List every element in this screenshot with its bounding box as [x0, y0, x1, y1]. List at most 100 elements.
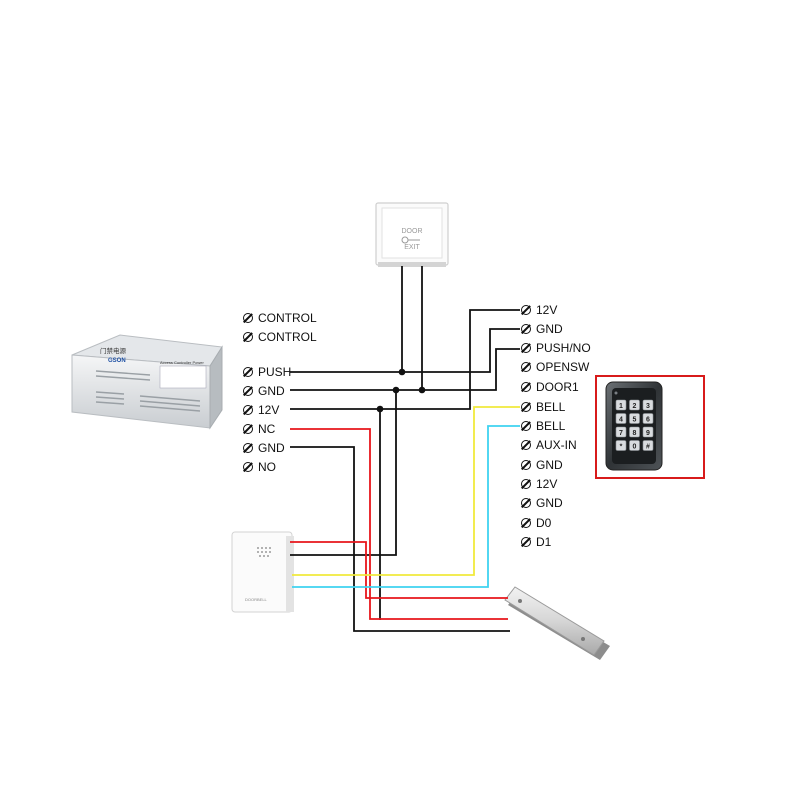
terminal-screw-icon [243, 367, 253, 377]
wire-gnd [290, 348, 520, 391]
ctrl-terminal-label: PUSH/NO [536, 341, 591, 355]
junction-dot [398, 368, 406, 376]
doorbell-label: DOORBELL [245, 597, 268, 602]
keypad-highlight-box [595, 375, 705, 479]
terminal-screw-icon [521, 362, 531, 372]
power-supply-label-plate [159, 365, 207, 389]
terminal-screw-icon [521, 460, 531, 470]
keypad-key [642, 440, 654, 451]
doorbell-side [286, 536, 294, 612]
keypad-key [642, 399, 654, 411]
power-supply-side [209, 345, 223, 430]
wire-bell-power-gnd [290, 390, 397, 556]
psu-terminal-label: NC [258, 422, 276, 436]
psu-terminal-nc: NC [243, 422, 275, 436]
keypad-key [629, 399, 640, 411]
ctrl-terminal-label: GND [536, 322, 563, 336]
ctrl-terminal-gnd-3: GND [521, 496, 563, 510]
magnetic-lock-screw [581, 637, 585, 641]
exit-button-line1: DOOR [402, 228, 423, 235]
keypad-key-label: 5 [633, 417, 637, 424]
exit-button-face [381, 207, 443, 259]
psu-terminal-label: NO [258, 460, 276, 474]
exit-button-line2: EXIT [404, 244, 420, 251]
terminal-screw-icon [521, 498, 531, 508]
terminal-screw-icon [243, 462, 253, 472]
terminal-screw-icon [521, 305, 531, 315]
psu-terminal-label: 12V [258, 403, 280, 417]
ctrl-terminal-label: GND [536, 458, 563, 472]
ctrl-terminal-label: 12V [536, 477, 558, 491]
magnetic-lock-device [504, 586, 610, 660]
psu-terminal-12v: 12V [243, 403, 279, 417]
magnetic-lock-body [504, 586, 605, 656]
keypad-key-label: 2 [633, 403, 637, 410]
terminal-screw-icon [243, 443, 253, 453]
ctrl-terminal-12v-2: 12V [521, 477, 557, 491]
terminal-screw-icon [521, 382, 531, 392]
ctrl-terminal-label: BELL [536, 419, 566, 433]
terminal-screw-icon [521, 343, 531, 353]
terminal-screw-icon [521, 324, 531, 334]
power-supply-logo: GSON [108, 358, 126, 364]
power-supply-device: 门禁电源 GSON Access Controller Power [71, 334, 223, 430]
terminal-screw-icon [521, 518, 531, 528]
keypad-key-label: 4 [619, 417, 623, 424]
junction-dot [418, 386, 426, 394]
ctrl-terminal-aux-in: AUX-IN [521, 438, 577, 452]
terminal-screw-icon [243, 386, 253, 396]
wire-bell-yellow [292, 406, 520, 576]
ctrl-terminal-label: OPENSW [536, 360, 590, 374]
psu-terminal-control-1: CONTROL [243, 311, 317, 325]
psu-terminal-gnd: GND [243, 384, 285, 398]
doorbell-device: DOORBELL [231, 531, 294, 613]
keypad-face [612, 388, 656, 464]
psu-terminal-gnd-2: GND [243, 441, 285, 455]
key-icon [401, 236, 420, 244]
exit-button-shadow [378, 262, 446, 267]
ctrl-terminal-label: DOOR1 [536, 380, 579, 394]
power-supply-model: Access Controller Power [160, 360, 204, 365]
psu-terminal-label: GND [258, 384, 285, 398]
keypad-key-label: 1 [619, 403, 623, 410]
psu-terminal-label: CONTROL [258, 311, 317, 325]
terminal-screw-icon [243, 332, 253, 342]
junction-dot [392, 386, 400, 394]
keypad-key [615, 413, 627, 424]
keypad-key-label: # [646, 444, 650, 451]
terminal-screw-icon [521, 402, 531, 412]
psu-terminal-label: PUSH [258, 365, 292, 379]
keypad-key-label: 3 [646, 403, 650, 410]
ctrl-terminal-label: GND [536, 496, 563, 510]
keypad-key [615, 399, 627, 411]
ctrl-terminal-label: BELL [536, 400, 566, 414]
ctrl-terminal-opensw: OPENSW [521, 360, 589, 374]
wire-nc-red [290, 428, 508, 620]
ctrl-terminal-label: D1 [536, 535, 552, 549]
psu-terminal-no: NO [243, 460, 276, 474]
terminal-screw-icon [521, 440, 531, 450]
psu-terminal-label: GND [258, 441, 285, 455]
terminal-screw-icon [521, 537, 531, 547]
ctrl-terminal-gnd: GND [521, 322, 563, 336]
keypad-key [615, 440, 627, 451]
keypad-key-label: 7 [619, 430, 623, 437]
wire-lock-gnd [290, 446, 510, 632]
exit-button-device: DOOR EXIT [375, 202, 449, 267]
wire-push [290, 328, 520, 373]
keypad-key [615, 426, 627, 438]
keypad-led [614, 391, 618, 395]
ctrl-terminal-gnd-2: GND [521, 458, 563, 472]
magnetic-lock-screw [518, 599, 522, 603]
ctrl-terminal-label: D0 [536, 516, 552, 530]
keypad-key-label: 6 [646, 417, 650, 424]
ctrl-terminal-label: AUX-IN [536, 438, 577, 452]
ctrl-terminal-bell-1: BELL [521, 400, 565, 414]
keypad-key-label: 9 [646, 430, 650, 437]
wire-bell-cyan [292, 425, 520, 588]
psu-terminal-control-2: CONTROL [243, 330, 317, 344]
psu-terminal-push: PUSH [243, 365, 291, 379]
